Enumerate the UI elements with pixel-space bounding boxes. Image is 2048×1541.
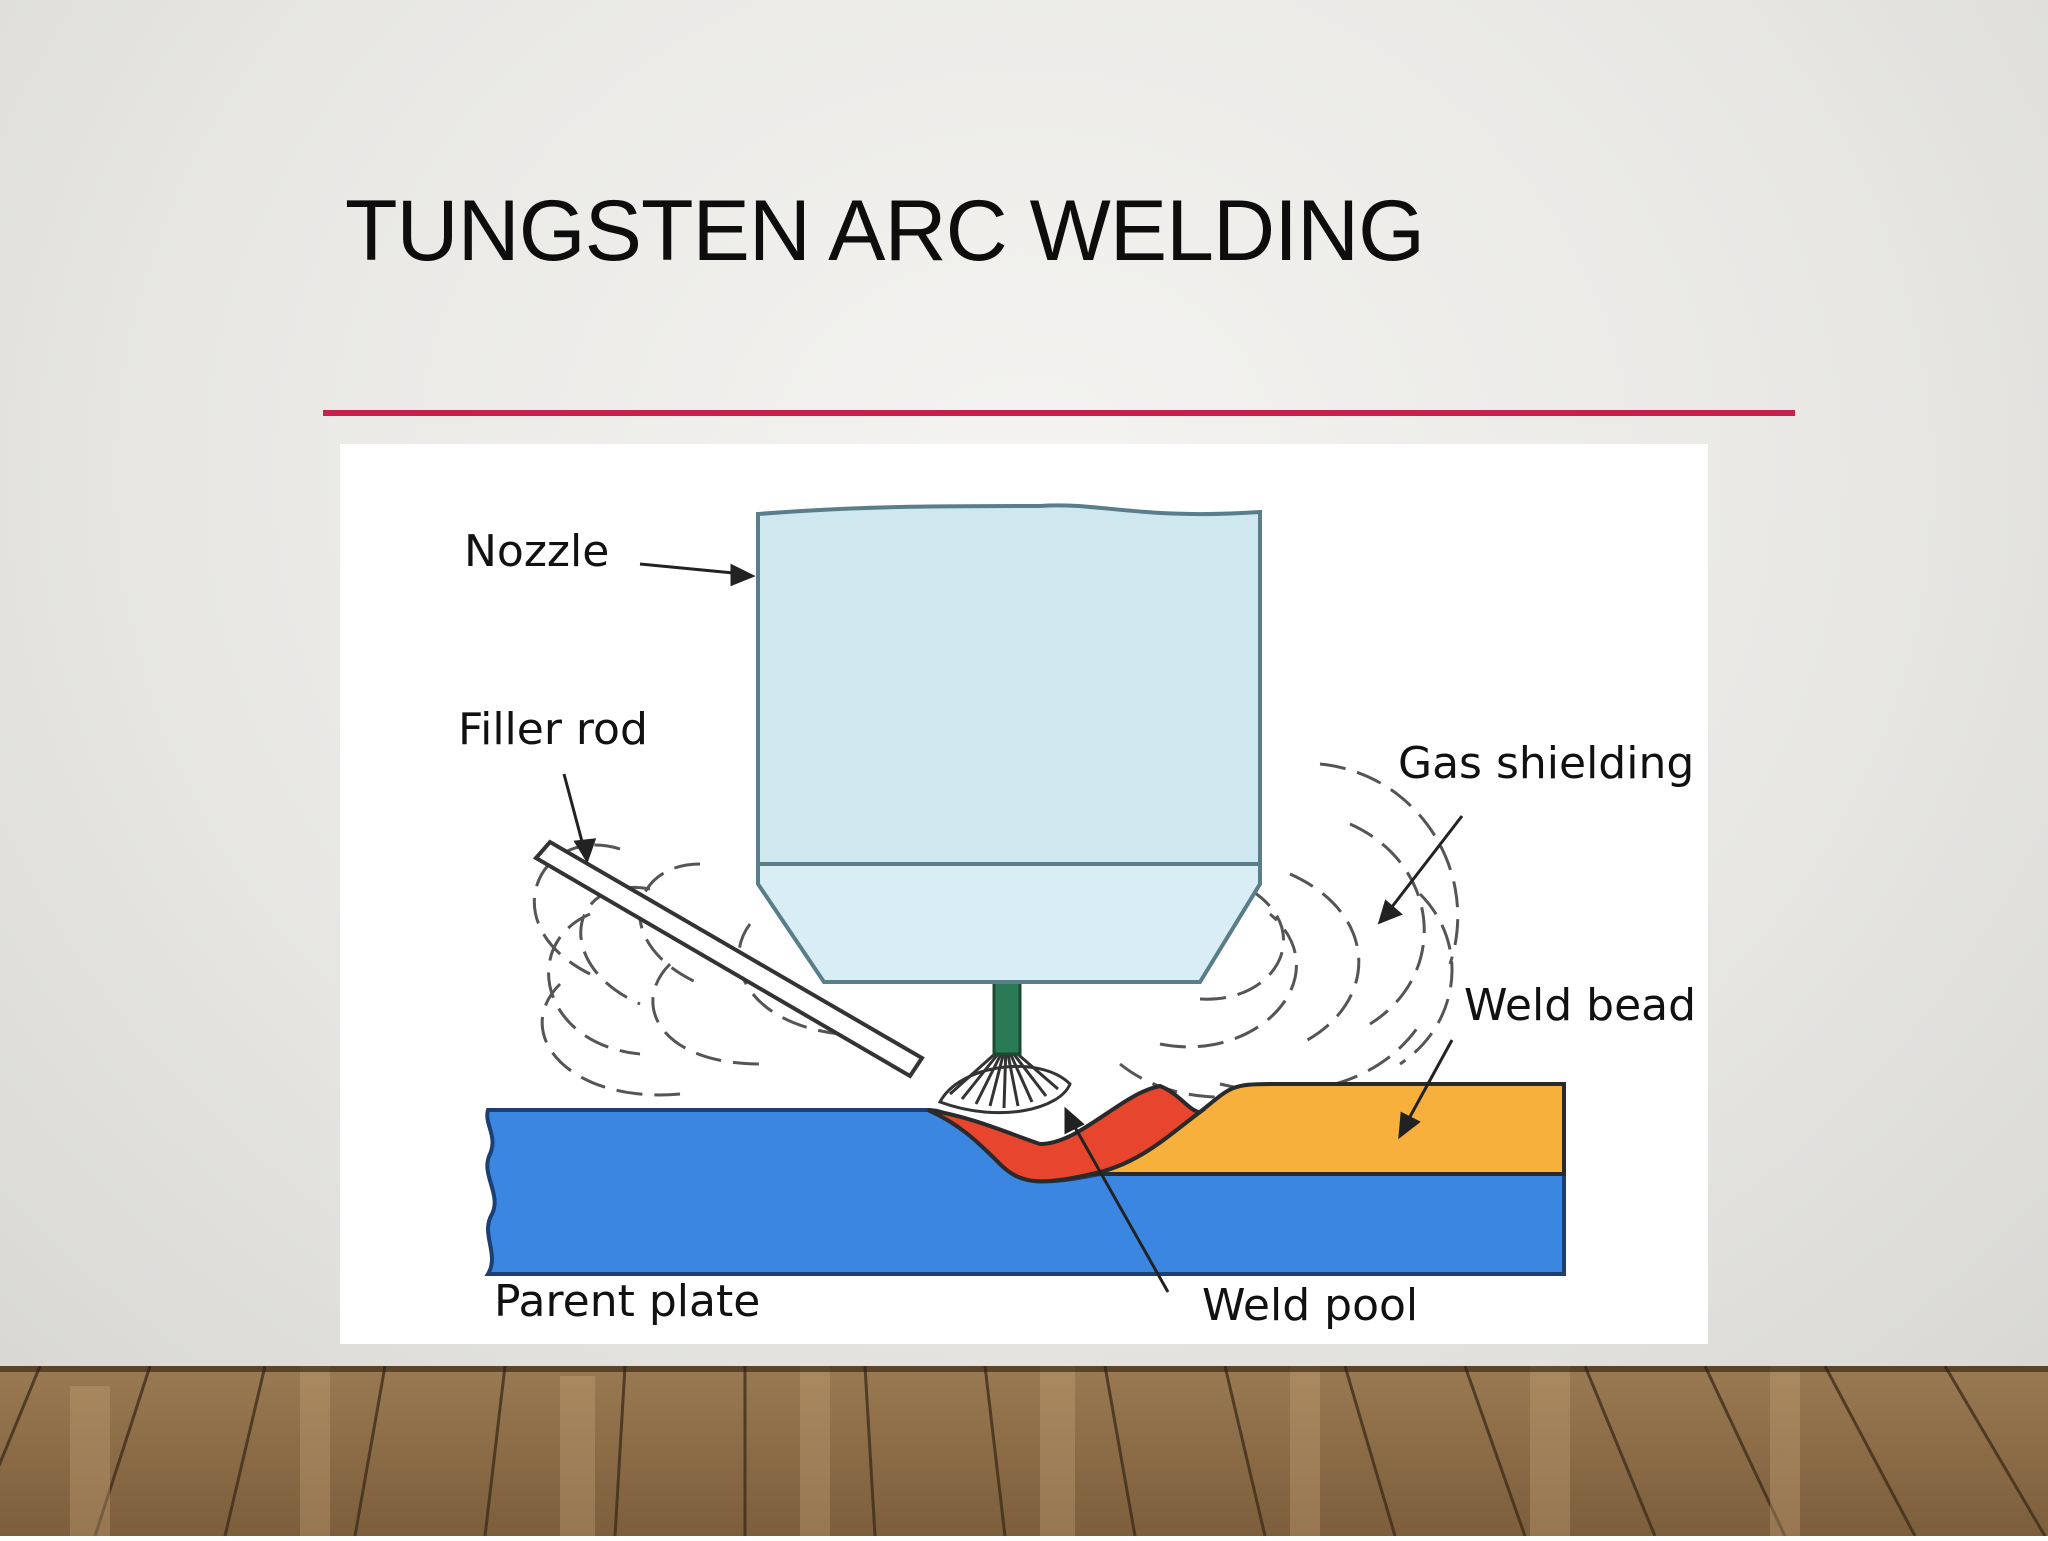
label-nozzle: Nozzle <box>464 526 609 577</box>
title-divider <box>323 410 1795 416</box>
nozzle <box>756 503 1262 984</box>
tungsten-electrode <box>992 980 1022 1056</box>
slide-title: TUNGSTEN ARC WELDING <box>345 183 1425 279</box>
weld-pool <box>927 1083 1207 1184</box>
label-weld-pool: Weld pool <box>1202 1280 1418 1331</box>
welding-diagram: Nozzle Filler rod Gas shielding Weld bea… <box>340 444 1708 1344</box>
wood-floor <box>0 1365 2048 1537</box>
label-gas-shielding: Gas shielding <box>1398 738 1694 789</box>
filler-rod <box>532 839 925 1079</box>
label-weld-bead: Weld bead <box>1464 980 1696 1031</box>
label-filler-rod: Filler rod <box>458 704 648 755</box>
label-arrows <box>562 562 1464 1293</box>
label-parent-plate: Parent plate <box>494 1276 760 1327</box>
